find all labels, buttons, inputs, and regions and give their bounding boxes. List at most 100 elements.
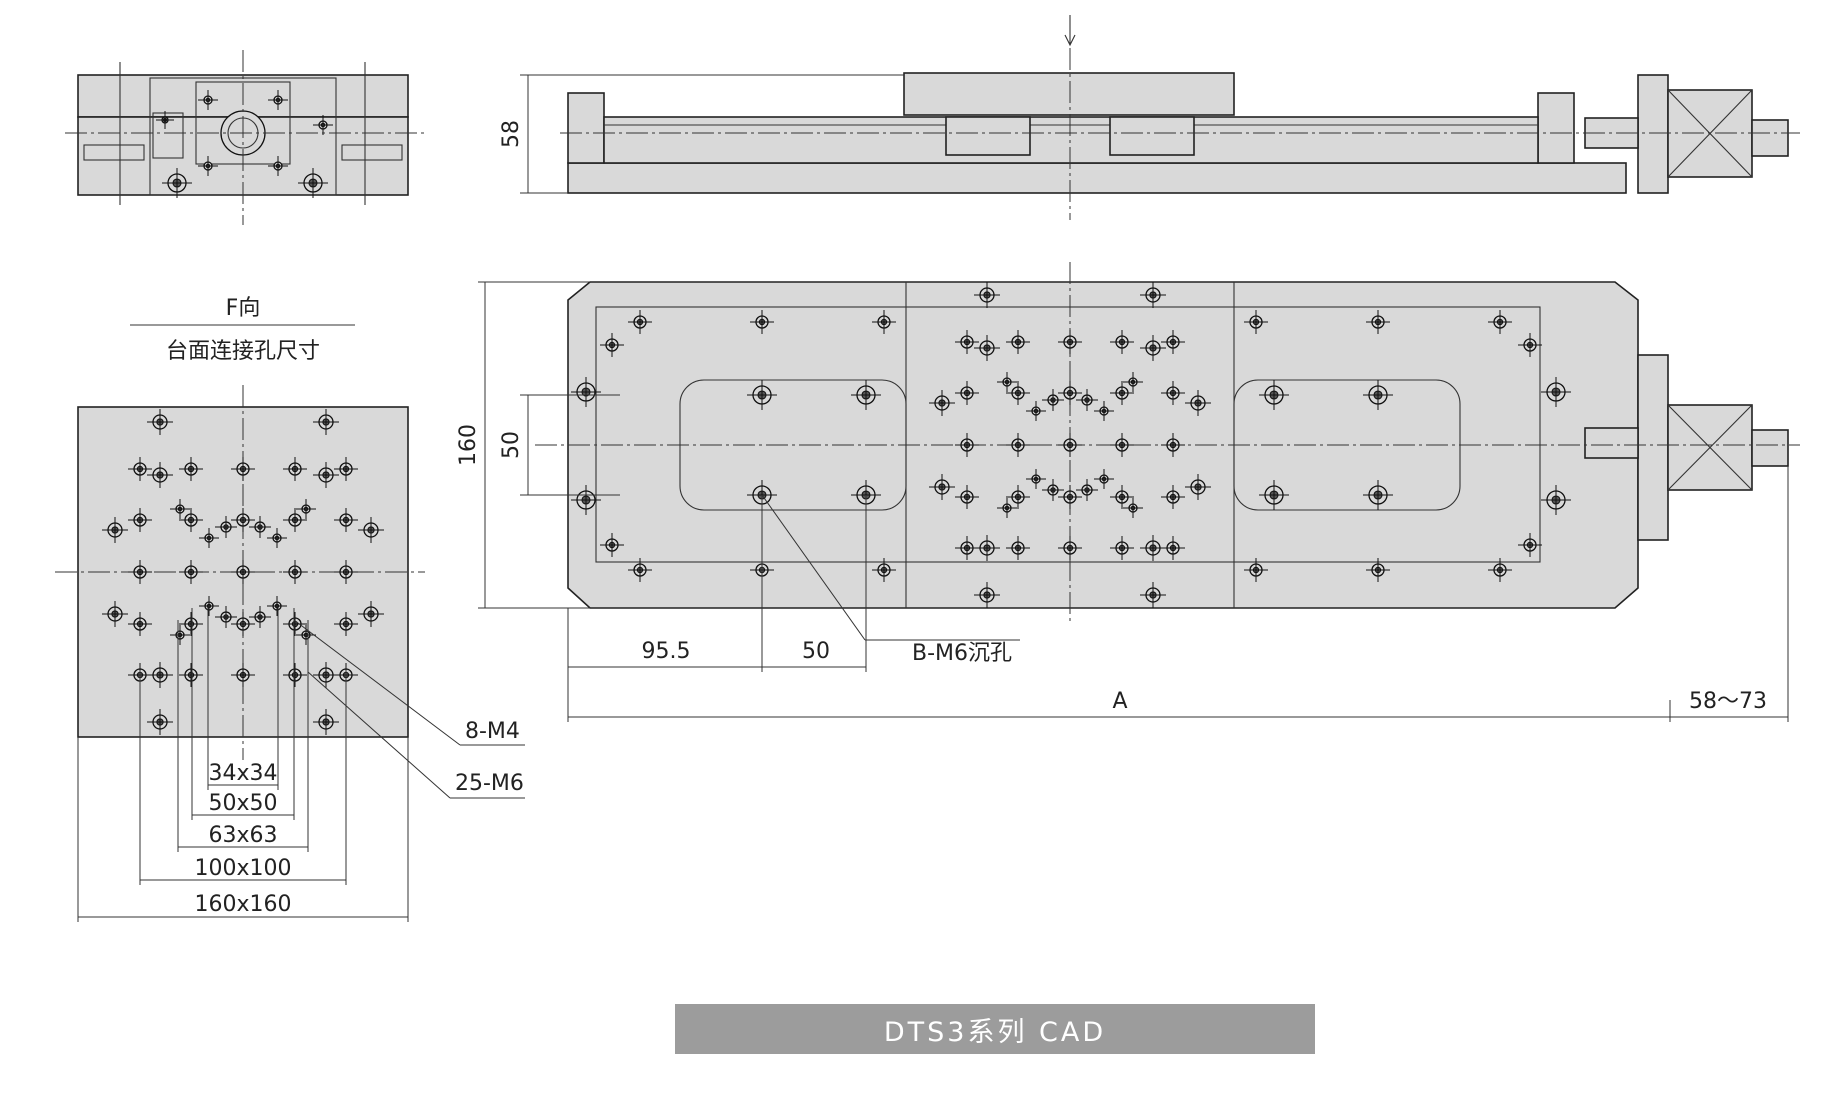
top-view-hole: [1488, 558, 1512, 582]
top-view-hole: [1518, 333, 1542, 357]
top-view-hole: [1026, 401, 1046, 421]
f-view-holes: [102, 409, 384, 735]
top-view-hole: [1244, 558, 1268, 582]
top-view-hole: [750, 310, 774, 334]
f-view: [55, 324, 425, 760]
f-view-hole: [128, 560, 152, 584]
callout-counterbore: B-M6沉孔: [912, 641, 1012, 666]
top-view-hole: [628, 558, 652, 582]
f-view-hole: [170, 499, 190, 519]
f-view-hole: [267, 596, 287, 616]
f-view-hole: [128, 457, 152, 481]
top-view-hole: [929, 390, 955, 416]
f-view-hole: [283, 457, 307, 481]
top-view-hole: [1076, 479, 1098, 501]
dim-rail-spacing-label: 50: [499, 431, 524, 459]
f-view-hole: [231, 663, 255, 687]
dim-width-label: 160: [456, 424, 481, 466]
side-view: [520, 15, 1800, 220]
end-view-hole: [268, 90, 288, 110]
top-view-hole: [997, 498, 1017, 518]
f-view-hole: [283, 560, 307, 584]
top-view-hole: [1541, 485, 1571, 515]
top-view-hole: [1259, 480, 1289, 510]
top-view-hole: [1140, 335, 1166, 361]
f-view-hole: [179, 560, 203, 584]
f-view-hole: [215, 606, 237, 628]
top-view-hole: [1185, 390, 1211, 416]
f-view-hole: [102, 601, 128, 627]
f-view-hole: [334, 612, 358, 636]
top-view-hole: [1259, 380, 1289, 410]
f-view-hole: [147, 409, 173, 435]
f-view-hole: [128, 612, 152, 636]
f-view-title: F向: [226, 296, 261, 321]
dim-height-label: 58: [499, 120, 524, 148]
f-view-hole: [215, 516, 237, 538]
top-view-hole: [1161, 381, 1185, 405]
top-view-hole: [1366, 558, 1390, 582]
f-view-hole: [128, 508, 152, 532]
top-view-hole: [872, 310, 896, 334]
top-view-hole: [1094, 469, 1114, 489]
top-view-hole: [1161, 330, 1185, 354]
top-view-hole: [1026, 469, 1046, 489]
top-view-hole: [1110, 433, 1134, 457]
top-view-hole: [1076, 389, 1098, 411]
f-view-hole: [199, 528, 219, 548]
f-view-hole: [147, 662, 173, 688]
top-view-hole: [1042, 479, 1064, 501]
f-view-dims: [77, 608, 525, 922]
top-view-hole: [1110, 330, 1134, 354]
f-view-hole: [231, 508, 255, 532]
pattern-34: 34x34: [208, 761, 277, 786]
top-view-hole: [1123, 372, 1143, 392]
f-view-hole: [179, 612, 203, 636]
f-view-hole: [179, 663, 203, 687]
end-view-hole: [198, 90, 218, 110]
end-view-holes: [156, 90, 333, 198]
f-view-hole: [334, 457, 358, 481]
top-view-hole: [1140, 282, 1166, 308]
dim-length-label: A: [1112, 689, 1127, 714]
top-view-hole: [1006, 330, 1030, 354]
top-view-hole: [1058, 536, 1082, 560]
top-view-hole: [974, 582, 1000, 608]
f-view-hole: [249, 606, 271, 628]
top-view-hole: [1110, 381, 1134, 405]
top-view-hole: [1363, 380, 1393, 410]
top-view-hole: [1140, 582, 1166, 608]
end-view-hole: [198, 156, 218, 176]
f-view-hole: [179, 508, 203, 532]
top-view-hole: [1366, 310, 1390, 334]
f-view-subtitle: 台面连接孔尺寸: [166, 339, 320, 364]
top-view-hole: [600, 333, 624, 357]
f-view-hole: [231, 457, 255, 481]
top-view-hole: [1058, 330, 1082, 354]
top-view-hole: [571, 377, 601, 407]
top-view-hole: [1042, 389, 1064, 411]
series-title-banner: DTS3系列 CAD: [675, 1004, 1315, 1054]
pattern-100: 100x100: [194, 856, 291, 881]
top-view-hole: [929, 474, 955, 500]
top-view-hole: [1006, 536, 1030, 560]
f-view-hole: [199, 596, 219, 616]
top-view-hole: [955, 381, 979, 405]
top-view-hole: [1110, 536, 1134, 560]
pattern-50: 50x50: [208, 791, 277, 816]
top-view: [478, 262, 1800, 722]
pattern-63: 63x63: [208, 823, 277, 848]
top-view-hole: [1058, 381, 1082, 405]
top-view-holes: [571, 282, 1571, 608]
top-view-hole: [1363, 480, 1393, 510]
top-view-hole: [1006, 485, 1030, 509]
top-view-hole: [997, 372, 1017, 392]
top-view-hole: [1185, 474, 1211, 500]
f-view-hole: [296, 499, 316, 519]
top-view-hole: [1161, 536, 1185, 560]
top-view-hole: [600, 533, 624, 557]
pattern-160: 160x160: [194, 892, 291, 917]
top-view-hole: [1058, 485, 1082, 509]
f-view-hole: [147, 462, 173, 488]
